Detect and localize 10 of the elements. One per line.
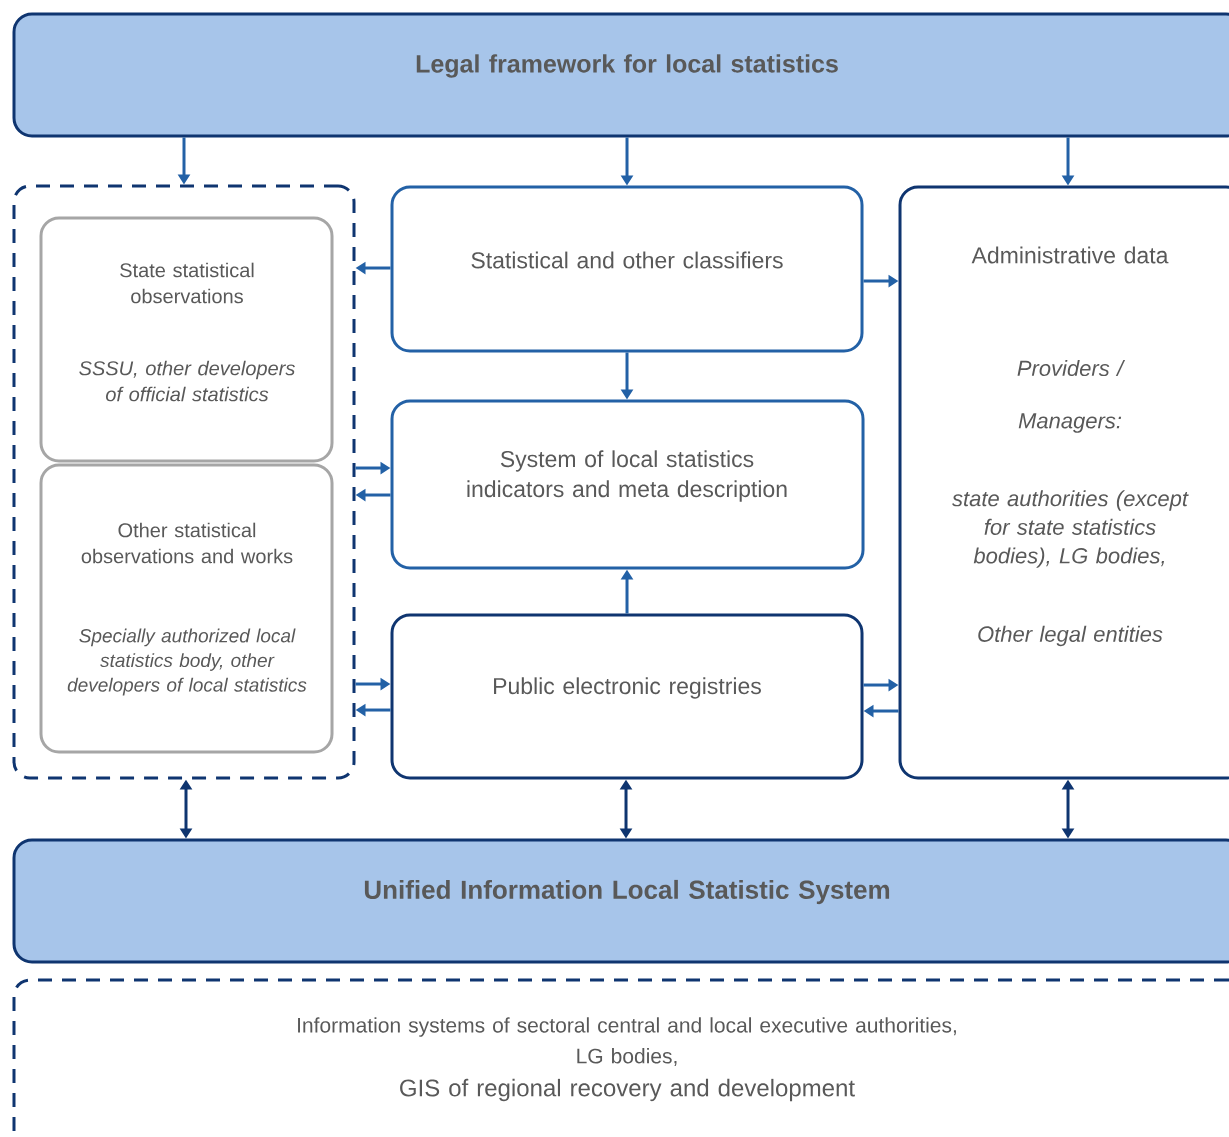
dashed-group (12, 184, 356, 780)
process-box: State statistical observations SSSU, other developers of official statistics (39, 216, 334, 463)
process-box: Administrative data Providers / Managers: state authorities (except for state statistics bodies), LG bodies, Other legal entities (898, 185, 1229, 780)
title-band: Legal framework for local statistics (12, 12, 1229, 138)
process-box: System of local statistics indicators and meta description (390, 399, 865, 570)
process-box: Other statistical observations and works Specially authorized local statistics body, other developers of local statistics (39, 463, 334, 754)
process-box: Public electronic registries (390, 613, 864, 780)
dashed-box: Information systems of sectoral central and local executive authorities, LG bodies, GIS of regional recovery and development (12, 978, 1229, 1137)
system-band: Unified Information Local Statistic System (12, 838, 1229, 964)
process-box: Statistical and other classifiers (390, 185, 864, 353)
